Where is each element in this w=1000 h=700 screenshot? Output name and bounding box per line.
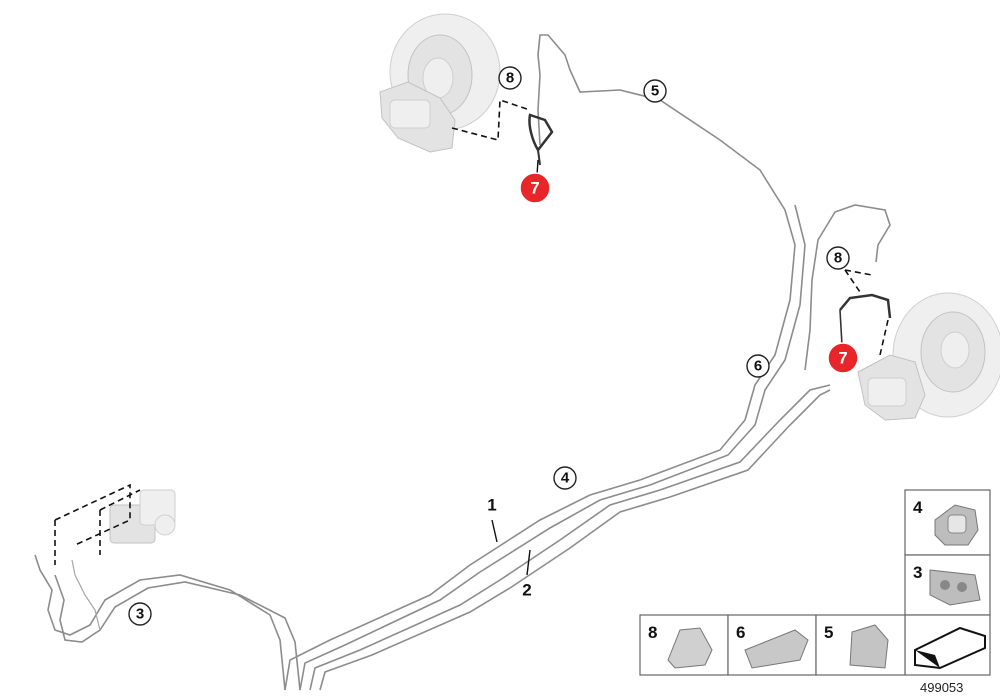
callout-6[interactable]: 6 bbox=[746, 354, 770, 378]
brake-line-2 bbox=[309, 384, 831, 691]
svg-text:3: 3 bbox=[913, 563, 922, 582]
svg-text:6: 6 bbox=[754, 358, 762, 375]
callout-4[interactable]: 4 bbox=[553, 466, 577, 490]
legend-box-8[interactable]: 8 bbox=[639, 614, 729, 676]
front-left-brake-hose bbox=[528, 113, 554, 166]
front-right-line bbox=[804, 204, 891, 371]
callout-7-top[interactable]: 7 bbox=[519, 172, 551, 204]
callout-7-right[interactable]: 7 bbox=[827, 342, 859, 374]
rear-lines bbox=[34, 554, 301, 691]
svg-text:6: 6 bbox=[736, 623, 745, 642]
front-right-brake-assembly bbox=[857, 292, 1000, 421]
svg-text:5: 5 bbox=[651, 83, 659, 100]
svg-text:8: 8 bbox=[648, 623, 657, 642]
svg-text:4: 4 bbox=[913, 498, 923, 517]
front-right-brake-hose bbox=[839, 293, 892, 346]
svg-text:5: 5 bbox=[824, 623, 833, 642]
abs-unit bbox=[109, 489, 176, 544]
svg-text:4: 4 bbox=[561, 470, 570, 487]
dashed-leaders bbox=[54, 98, 889, 565]
front-left-brake-assembly bbox=[379, 13, 501, 153]
svg-text:7: 7 bbox=[838, 349, 847, 368]
legend-box-4[interactable]: 4 bbox=[904, 489, 991, 556]
svg-text:8: 8 bbox=[506, 70, 514, 87]
label-line-1[interactable]: 1 bbox=[487, 496, 496, 515]
svg-text:7: 7 bbox=[530, 179, 539, 198]
legend-box-6[interactable]: 6 bbox=[727, 614, 817, 676]
leader-line-2 bbox=[526, 549, 531, 576]
label-line-2[interactable]: 2 bbox=[522, 581, 531, 600]
callout-3[interactable]: 3 bbox=[128, 602, 152, 626]
diagram-id: 499053 bbox=[920, 680, 963, 695]
legend-box-5[interactable]: 5 bbox=[815, 614, 906, 676]
brake-line-1 bbox=[284, 34, 806, 691]
callout-8-top[interactable]: 8 bbox=[498, 66, 522, 90]
callout-8-right[interactable]: 8 bbox=[826, 246, 850, 270]
svg-text:3: 3 bbox=[136, 606, 144, 623]
svg-text:8: 8 bbox=[834, 250, 842, 267]
leader-line-1 bbox=[491, 519, 498, 543]
legend-box-3[interactable]: 3 bbox=[904, 554, 991, 616]
legend-box-arrow[interactable] bbox=[904, 614, 991, 676]
callout-5[interactable]: 5 bbox=[643, 79, 667, 103]
